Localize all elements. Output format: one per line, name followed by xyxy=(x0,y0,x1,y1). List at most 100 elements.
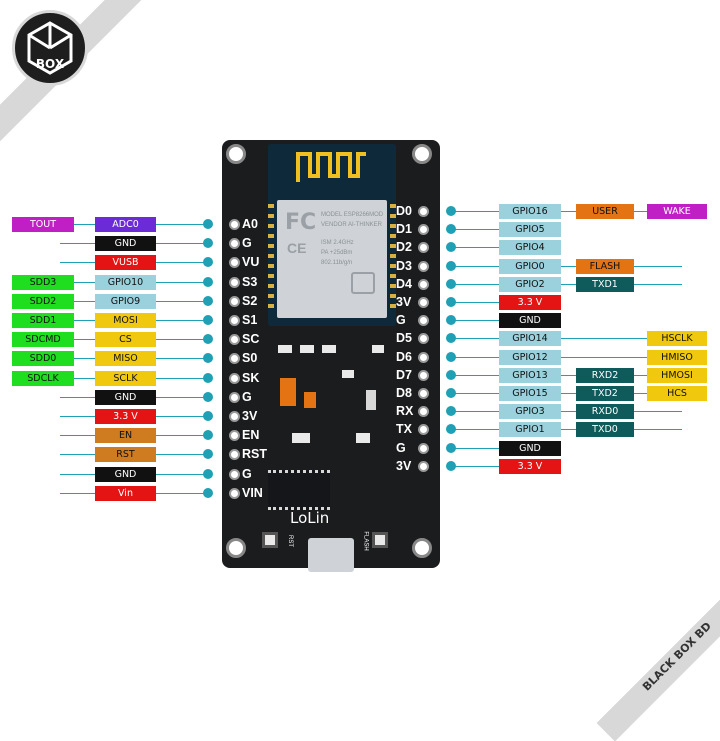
pin-hole-right xyxy=(418,206,429,217)
wire-right xyxy=(452,211,682,212)
pin-name-left: VU xyxy=(242,255,260,270)
pin-label-right: GND xyxy=(499,313,561,329)
pin-label-left: SDD0 xyxy=(12,351,74,367)
pin-name-right: D7 xyxy=(396,367,412,382)
pin-label-right: GPIO15 xyxy=(499,386,561,401)
pin-name-left: VIN xyxy=(242,485,263,500)
pin-name-right: 3V xyxy=(396,458,412,473)
pin-dot-right xyxy=(446,388,456,398)
smd-component xyxy=(342,370,354,378)
smd-component xyxy=(356,433,370,443)
wire-right xyxy=(452,356,682,358)
pin-label-right: HSCLK xyxy=(647,331,707,347)
pin-hole-right xyxy=(418,297,429,308)
pin-dot-left xyxy=(203,315,213,325)
pin-hole-left xyxy=(229,411,240,422)
wire-right xyxy=(452,229,512,231)
pin-dot-right xyxy=(446,406,456,417)
pin-label-right: GPIO2 xyxy=(499,276,561,292)
wire-right xyxy=(452,320,512,322)
pin-hole-right xyxy=(418,351,429,363)
pin-label-left: GND xyxy=(95,466,156,482)
smd-component xyxy=(278,345,292,353)
wire-right xyxy=(452,247,512,249)
pin-hole-left xyxy=(229,430,240,442)
pin-label-left: MOSI xyxy=(95,313,156,328)
pin-dot-right xyxy=(446,206,456,216)
pin-name-right: RX xyxy=(396,404,414,419)
module-pa: PA +25dBm xyxy=(321,250,353,256)
wire-right xyxy=(452,374,682,376)
pin-label-right: HMISO xyxy=(647,349,707,365)
pin-name-right: D6 xyxy=(396,349,412,364)
wire-right xyxy=(452,265,682,267)
wire-right xyxy=(452,283,682,285)
pin-name-right: G xyxy=(396,440,406,455)
pin-hole-right xyxy=(418,278,429,290)
pin-name-right: D8 xyxy=(396,386,412,400)
pin-name-left: RST xyxy=(242,447,267,462)
pin-label-right: WAKE xyxy=(647,204,707,219)
pin-name-right: D3 xyxy=(396,258,412,273)
pin-label-right: 3.3 V xyxy=(499,458,561,474)
usb-serial-chip xyxy=(268,470,330,510)
esp-shield: FC CE MODEL ESP8266MOD VENDOR AI-THINKER… xyxy=(277,200,387,318)
pin-label-right: GPIO1 xyxy=(499,422,561,438)
mount-hole-top-right xyxy=(412,144,432,164)
pin-name-left: SC xyxy=(242,332,260,347)
pin-name-left: EN xyxy=(242,428,260,443)
pin-dot-left xyxy=(203,430,213,441)
diode xyxy=(304,392,316,408)
module-protocol: 802.11b/g/n xyxy=(321,260,353,266)
pin-name-left: SK xyxy=(242,370,260,385)
pin-dot-left xyxy=(203,219,213,229)
fcc-icon: FC xyxy=(285,210,317,235)
pin-label-left: Vin xyxy=(95,485,156,501)
pin-hole-right xyxy=(418,315,429,327)
pin-label-right: HCS xyxy=(647,386,707,401)
pin-label-right: RXD0 xyxy=(576,404,634,420)
pin-name-right: G xyxy=(396,313,406,328)
wire-right xyxy=(452,338,682,340)
pin-label-right: GND xyxy=(499,440,561,456)
micro-usb-port[interactable] xyxy=(308,538,354,572)
pin-label-right: GPIO12 xyxy=(499,349,561,365)
pin-name-right: D1 xyxy=(396,222,412,237)
pin-label-left: 3.3 V xyxy=(95,409,156,424)
flash-button[interactable] xyxy=(372,532,388,548)
smd-component xyxy=(322,345,336,353)
pin-label-right: GPIO4 xyxy=(499,240,561,256)
pin-label-left: RST xyxy=(95,447,156,463)
module-model: MODEL ESP8266MOD xyxy=(321,212,384,218)
module-pins-right xyxy=(390,204,396,314)
pin-label-left: EN xyxy=(95,428,156,444)
wire-right xyxy=(452,429,682,431)
pin-hole-left xyxy=(229,238,240,250)
pin-name-left: 3V xyxy=(242,409,258,423)
rst-button[interactable] xyxy=(262,532,278,548)
pin-dot-right xyxy=(446,260,456,271)
pin-hole-right xyxy=(418,333,429,345)
pin-hole-right xyxy=(418,388,429,399)
pin-name-left: S0 xyxy=(242,351,258,366)
pin-label-right: GPIO14 xyxy=(499,331,561,347)
pin-dot-left xyxy=(203,334,213,345)
pin-label-right: RXD2 xyxy=(576,367,634,383)
pin-hole-left xyxy=(229,295,240,307)
pin-dot-left xyxy=(203,276,213,287)
pin-dot-left xyxy=(203,411,213,421)
module-vendor: VENDOR AI-THINKER xyxy=(321,222,383,228)
pin-hole-right xyxy=(418,260,429,272)
pin-dot-left xyxy=(203,295,213,306)
pin-name-right: D5 xyxy=(396,331,412,346)
pin-hole-left xyxy=(229,315,240,326)
pin-hole-right xyxy=(418,460,429,472)
pin-dot-right xyxy=(446,297,456,307)
pin-hole-left xyxy=(229,468,240,480)
pin-hole-left xyxy=(229,487,240,499)
pin-label-right: GPIO5 xyxy=(499,222,561,238)
pin-label-right: GPIO16 xyxy=(499,204,561,219)
pin-label-left: SDD1 xyxy=(12,313,74,328)
pin-label-left: MISO xyxy=(95,351,156,367)
pin-name-right: D2 xyxy=(396,240,412,255)
